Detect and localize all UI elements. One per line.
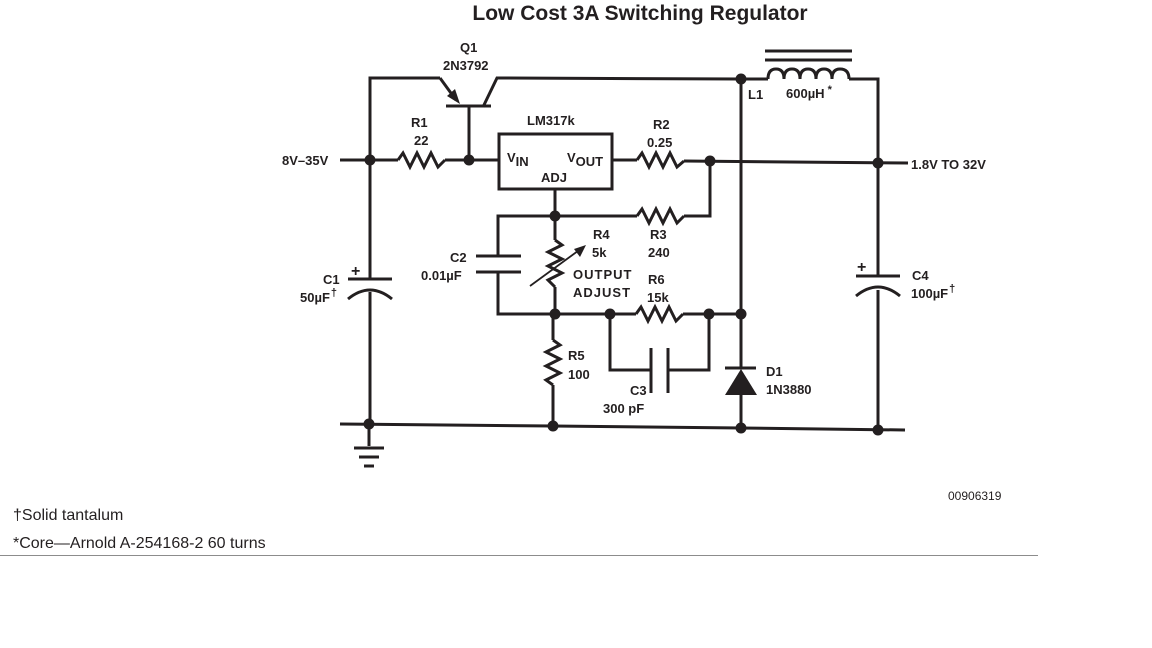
r1-resistor <box>396 149 447 171</box>
r6-value: 15k <box>647 290 669 305</box>
ic-ref: LM317k <box>527 113 575 128</box>
c4-plate-negative <box>855 285 901 298</box>
capacitors <box>347 254 901 393</box>
r5-ref: R5 <box>568 348 585 363</box>
junction-ground-c4 <box>872 424 884 436</box>
ic-pin-vout-sub: OUT <box>576 154 604 169</box>
q1-transistor <box>438 77 491 108</box>
wire-c3-left <box>608 314 650 372</box>
r5-resistor <box>542 338 564 387</box>
c1-plate-negative <box>347 288 393 301</box>
l1-inductor <box>765 49 852 80</box>
r4-potentiometer <box>544 238 566 289</box>
wire-c3-right <box>668 314 711 372</box>
junction-r4-bottom <box>549 308 561 320</box>
c1-polarity: + <box>351 263 360 280</box>
c4-value: 100µF† <box>911 283 955 301</box>
q1-ref: Q1 <box>460 40 477 55</box>
ground-icon <box>354 446 384 468</box>
r6-ref: R6 <box>648 272 665 287</box>
junction-d1 <box>735 308 747 320</box>
wire-q1-emitter <box>368 76 440 160</box>
l1-mark: * <box>828 84 833 96</box>
c4-value-text: 100µF <box>911 286 948 301</box>
r1-ref: R1 <box>411 115 428 130</box>
lm317-ic-body <box>497 132 614 191</box>
diagram-title: Low Cost 3A Switching Regulator <box>472 2 808 25</box>
r2-ref: R2 <box>653 117 670 132</box>
footnote-tantalum: †Solid tantalum <box>13 507 124 524</box>
wires <box>339 76 909 446</box>
wire-c2-top <box>496 214 555 256</box>
wire-ground-rail <box>339 422 906 432</box>
r4-value: 5k <box>592 245 607 260</box>
ic-pin-vin: VIN <box>507 150 529 169</box>
footer-divider <box>0 555 1038 556</box>
c4-ref: C4 <box>912 268 929 283</box>
l1-value-text: 600µH <box>786 86 825 101</box>
r1-value: 22 <box>414 133 428 148</box>
c4-polarity: + <box>857 259 866 276</box>
ic-pin-vin-sub: IN <box>516 154 529 169</box>
c3-value: 300 pF <box>603 401 644 416</box>
r2-resistor <box>635 149 685 171</box>
r3-resistor <box>635 205 686 227</box>
r4-adjust-arrow-icon <box>529 247 583 287</box>
c2-value: 0.01µF <box>421 268 462 283</box>
ic-pin-vout: VOUT <box>567 150 603 169</box>
l1-value: 600µH* <box>786 84 833 101</box>
junction-c3-right <box>703 308 715 320</box>
resistors <box>396 149 686 387</box>
r2-value: 0.25 <box>647 135 672 150</box>
r4-desc-1: OUTPUT <box>573 267 632 282</box>
l1-coil <box>766 67 851 80</box>
junction-r2 <box>704 155 716 167</box>
junction-output <box>872 157 884 169</box>
c1-mark: † <box>331 287 337 299</box>
l1-ref: L1 <box>748 87 763 102</box>
labels: 8V–35V 1.8V TO 32V Q1 2N3792 R1 22 LM317… <box>282 40 986 416</box>
d1-triangle-icon <box>725 369 757 395</box>
r4-arrowhead-icon <box>574 245 586 257</box>
r5-value: 100 <box>568 367 590 382</box>
wire-q1-collector <box>481 76 742 108</box>
q1-emitter-arrow-icon <box>447 89 460 104</box>
junction-input <box>364 154 376 166</box>
r6-resistor <box>634 303 685 325</box>
c2-ref: C2 <box>450 250 467 265</box>
r3-ref: R3 <box>650 227 667 242</box>
ic-pin-vin-main: V <box>507 150 516 165</box>
ic-pin-adj: ADJ <box>541 170 567 185</box>
figure-number: 00906319 <box>948 489 1002 503</box>
wire-r3-right <box>684 161 712 218</box>
r4-desc-2: ADJUST <box>573 285 631 300</box>
c1-ref: C1 <box>323 272 340 287</box>
output-voltage-label: 1.8V TO 32V <box>911 157 986 172</box>
d1-ref: D1 <box>766 364 783 379</box>
c1-value: 50µF† <box>300 287 337 305</box>
junctions <box>363 73 884 436</box>
junction-ground-left <box>363 418 375 430</box>
wire-c2-bottom <box>496 272 555 316</box>
c4-mark: † <box>949 283 955 295</box>
d1-value: 1N3880 <box>766 382 812 397</box>
junction-q1-base <box>463 154 475 166</box>
junction-adj <box>549 210 561 222</box>
d1-diode <box>725 366 757 395</box>
c3-ref: C3 <box>630 383 647 398</box>
r4-ref: R4 <box>593 227 610 242</box>
wire-output <box>683 159 909 165</box>
footnote-core: *Core—Arnold A-254168-2 60 turns <box>13 535 266 552</box>
input-voltage-label: 8V–35V <box>282 153 329 168</box>
wire-l1-right <box>849 77 880 163</box>
c1-value-text: 50µF <box>300 290 330 305</box>
junction-ground-r5 <box>547 420 559 432</box>
ic-pin-vout-main: V <box>567 150 576 165</box>
junction-c3-left <box>604 308 616 320</box>
junction-ground-d1 <box>735 422 747 434</box>
r3-value: 240 <box>648 245 670 260</box>
junction-l1 <box>735 73 747 85</box>
q1-value: 2N3792 <box>443 58 489 73</box>
